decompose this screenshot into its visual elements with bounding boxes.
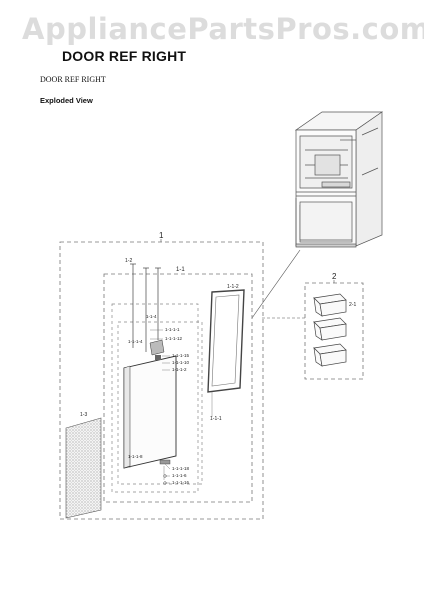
callout-1-1-1: 1-1-1 xyxy=(210,416,222,422)
callout-1: 1 xyxy=(159,231,164,240)
door-bin xyxy=(313,293,347,317)
leader-line xyxy=(251,249,301,319)
callout-1-1-1-12: 1-1-1-12 xyxy=(165,336,183,341)
sub-assembly-1-1-boundary xyxy=(103,273,253,503)
door-shell-boundary xyxy=(117,321,203,485)
callout-1-1-4: 1-1-4 xyxy=(146,314,157,319)
sub-assembly-1-1-1-boundary xyxy=(111,303,199,493)
door-bins xyxy=(313,293,347,367)
watermark: AppliancePartsPros.com xyxy=(22,12,424,46)
door-outer-panel xyxy=(65,417,102,519)
callout-1-1-1-8: 1-1-1-8 xyxy=(128,454,143,459)
callout-1-1-1-10: 1-1-1-10 xyxy=(172,360,190,365)
page-title: DOOR REF RIGHT xyxy=(62,48,187,64)
callout-1-1: 1-1 xyxy=(176,267,185,273)
callout-1-1-1-15: 1-1-1-15 xyxy=(172,353,190,358)
callout-1-2: 1-2 xyxy=(125,258,132,264)
refrigerator-overview xyxy=(294,111,384,248)
callout-1-1-1-16: 1-1-1-16 xyxy=(172,480,190,485)
callout-1-1-1-4: 1-1-1-4 xyxy=(128,339,143,344)
callout-1-3: 1-3 xyxy=(80,412,87,418)
callout-1-1-2: 1-1-2 xyxy=(227,284,239,290)
diagram-subtitle: DOOR REF RIGHT xyxy=(40,75,106,84)
door-bin xyxy=(313,317,347,341)
callout-1-1-1-6: 1-1-1-6 xyxy=(172,473,187,478)
callout-1-1-1-1: 1-1-1-1 xyxy=(165,327,180,332)
door-gasket xyxy=(207,289,245,393)
callout-2-1: 2-1 xyxy=(349,302,356,308)
callout-1-1-1-2: 1-1-1-2 xyxy=(172,367,187,372)
view-label: Exploded View xyxy=(40,96,93,105)
assembly-1-boundary xyxy=(59,241,264,520)
callout-1-1-1-18: 1-1-1-18 xyxy=(172,466,190,471)
callout-2: 2 xyxy=(332,272,337,281)
door-bin xyxy=(313,343,347,367)
door-panel xyxy=(123,339,177,469)
leader-lines xyxy=(129,329,171,484)
hinge-pins xyxy=(130,263,161,352)
